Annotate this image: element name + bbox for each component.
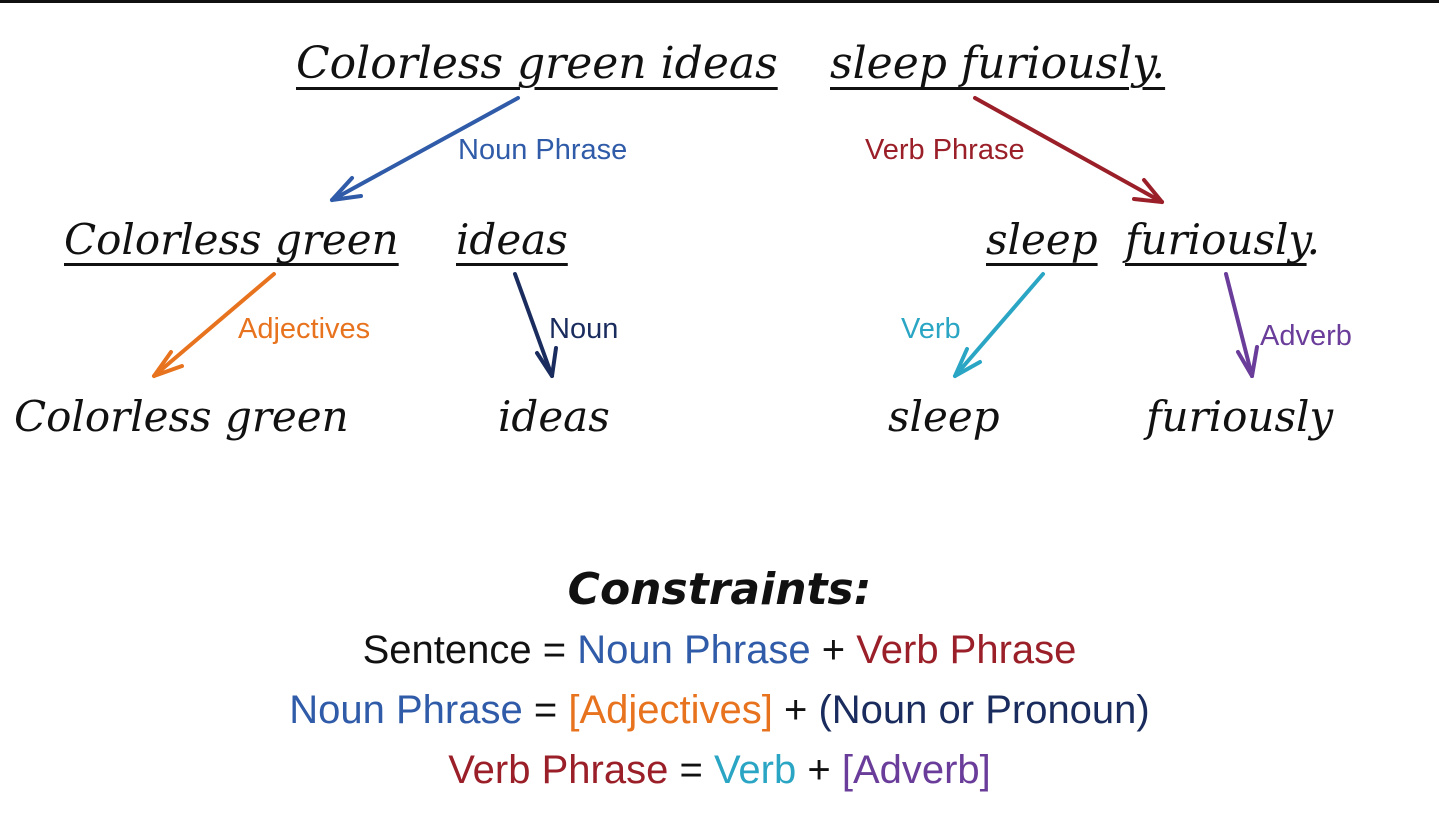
rule1-plus: + [810, 628, 857, 672]
rule2-noun: (Noun or Pronoun) [818, 688, 1150, 732]
leaf-noun: ideas [498, 392, 610, 441]
label-verb: Verb [901, 313, 961, 345]
rule1-eq: = [531, 628, 578, 672]
sentence-verb-phrase: sleep furiously. [830, 38, 1166, 89]
arrow-noun-phrase [330, 96, 520, 202]
arrow-verb [953, 272, 1045, 378]
leaf-adjectives: Colorless green [14, 392, 349, 441]
rule2-lhs: Noun Phrase [289, 688, 523, 732]
constraint-rule-verb-phrase: Verb Phrase = Verb + [Adverb] [0, 750, 1439, 790]
vp-adverb-group: furiously. [1125, 219, 1320, 261]
np-adjectives: Colorless green [64, 215, 399, 264]
constraints-title: Constraints: [567, 564, 872, 615]
sentence-noun-phrase: Colorless green ideas [296, 38, 778, 89]
rule1-lhs: Sentence [362, 628, 532, 672]
rule3-eq: = [668, 748, 714, 792]
vp-verb: sleep [986, 215, 1098, 264]
label-noun-phrase: Noun Phrase [458, 134, 628, 166]
label-verb-phrase: Verb Phrase [865, 134, 1025, 166]
np-noun: ideas [456, 215, 568, 264]
rule2-adj: [Adjectives] [568, 688, 773, 732]
rule1-np: Noun Phrase [577, 628, 811, 672]
rule3-plus: + [796, 748, 842, 792]
rule1-vp: Verb Phrase [856, 628, 1077, 672]
constraint-rule-sentence: Sentence = Noun Phrase + Verb Phrase [0, 630, 1439, 670]
arrow-noun [513, 272, 554, 378]
arrow-adverb [1224, 272, 1254, 378]
label-noun: Noun [549, 313, 619, 345]
label-adjectives: Adjectives [238, 313, 371, 345]
leaf-verb: sleep [888, 392, 1000, 441]
top-border [0, 0, 1439, 3]
vp-period: . [1306, 215, 1320, 264]
label-adverb: Adverb [1260, 320, 1352, 352]
rule2-plus: + [772, 688, 819, 732]
rule2-eq: = [522, 688, 569, 732]
rule3-lhs: Verb Phrase [448, 748, 669, 792]
arrow-adjectives [152, 272, 276, 378]
vp-adverb: furiously [1125, 215, 1307, 264]
leaf-adverb: furiously [1146, 392, 1334, 441]
rule3-adverb: [Adverb] [841, 748, 991, 792]
constraint-rule-noun-phrase: Noun Phrase = [Adjectives] + (Noun or Pr… [0, 690, 1439, 730]
rule3-verb: Verb [713, 748, 797, 792]
arrow-verb-phrase [973, 96, 1164, 204]
